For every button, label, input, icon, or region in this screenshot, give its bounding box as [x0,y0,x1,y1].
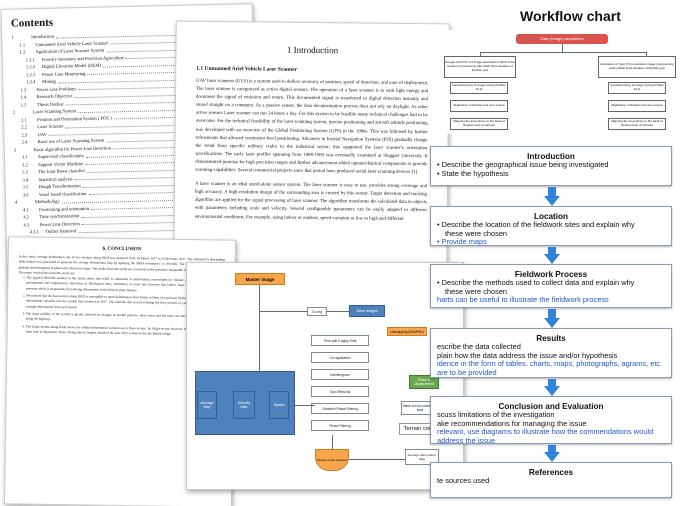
spatial-box: Spatial [269,391,289,419]
master-image-box: Master image [235,273,285,285]
mask-low-coherence-box: Mask out low coherence area [401,401,439,415]
workflow-step-location: LocationDescribe the location of the fie… [430,206,672,246]
mapping-left-box: Mapping the area (dims on the bank of Ro… [450,118,508,130]
workflow-step-references: References te sources used [430,462,672,498]
unwrapping-box: Unwrapping (SNAPHU) [387,327,427,336]
digitization-left-box: Digitization of Roshan Gol river course [450,100,508,112]
google-earth-download-box: Google earth Pro 4.2 image download of 2… [444,56,516,78]
georeferencing-right-box: Georeferencing of image (Using ArcMap 10… [608,82,666,94]
digitization-right-box: Digitization of Roshan Gol river course [608,100,666,112]
step-link[interactable]: harts can be useful to illustrate the fi… [437,295,609,304]
velocity-map-box: Velocity Map [233,391,255,419]
step-line: scuss limitations of the investigation [437,410,555,419]
step-title: Conclusion and Evaluation [498,402,604,411]
georeferencing-left-box: Georeferencing of image (Using ArcMap 10… [450,82,508,94]
arrow-down-icon [544,254,560,264]
toc-entry-title: Outlier Removal [45,228,77,234]
average-map-box: Average Map [197,391,217,419]
mapping-right-box: Mapping the area (dims on the bank of Ro… [608,118,666,130]
process-step-box: Co-registration [311,352,369,363]
arrow-stem [548,247,556,254]
arrow-down-icon [544,318,560,328]
intro-paragraph: UAV laser scanners (ULS) is a system use… [195,78,429,176]
phase-to-displacement-box: Phase to Displacement [409,375,439,389]
step-link[interactable]: idence in the form of tables, charts, ma… [437,359,663,377]
step-line: escribe the data collected [437,342,521,351]
step-title: Fieldwork Process [514,270,588,279]
workflow-chart-title: Workflow chart [520,8,621,24]
spot5-acquisition-box: Acquisition of Spot 5 5m resolution imag… [598,56,676,78]
process-step-box: Time split & apply Orbit [311,335,369,346]
average-deformation-map-box: Average deformation Map [405,449,439,465]
arrow-down-icon [544,452,560,462]
step-line: these were chosen [445,286,508,296]
workflow-step-fieldwork-process: Fieldwork ProcessDescribe the methods us… [430,264,672,308]
arrow-down-icon [544,386,560,396]
intro-paragraph: A laser scanner is an ideal stand-alone … [194,181,428,222]
step-line: State the hypothesis [431,169,671,179]
conclusion-heading: 6. CONCLUSION [102,246,142,253]
arrow-stem [548,379,556,386]
step-link[interactable]: Provide maps [431,237,671,245]
insar-flowchart-page: Master image Slave images Co-reg Unwrapp… [186,262,464,490]
step-title: References [528,468,574,477]
intro-heading: 1 Introduction [286,44,339,56]
coreg-box: Co-reg [307,307,327,316]
workflow-step-introduction: IntroductionDescribe the geographical is… [430,146,672,186]
toc-entry-number: 4.3.1 [29,229,39,235]
workflow-steps: IntroductionDescribe the geographical is… [430,132,674,504]
process-step-box: Phase Filtering [311,420,369,431]
arrow-stem [548,445,556,452]
step-line: Describe the location of the fieldwork s… [431,220,671,230]
step-line: Describe the methods used to collect dat… [431,278,671,288]
step-line: these were chosen [445,228,508,238]
process-step-box: Interferogram [311,369,369,380]
arrow-stem [548,309,556,318]
arrow-stem [548,187,556,196]
step-line: ake recommendations for managing the iss… [437,418,587,428]
sample-point-analysis-box: Sample point analysis [315,449,349,471]
roshan-gol-flowchart: Data (Image) acquisition Google earth Pr… [440,30,680,134]
step-title: Results [536,334,566,343]
arrow-down-icon [544,196,560,206]
intro-subheading: 1.1 Unmanned Ariel Vehicle Laser Scanner [196,65,298,73]
data-acquisition-box: Data (Image) acquisition [516,34,608,44]
step-title: Location [533,212,569,221]
slave-images-box: Slave images [349,305,385,317]
step-link[interactable]: relevant, use diagrams to illustrate how… [437,427,654,444]
process-step-box: Goldstein Phase Filtering [311,403,369,414]
step-line: Describe the geographical issue being in… [431,160,671,170]
process-step-box: Topo Removal [311,386,369,397]
step-title: Introduction [527,152,575,161]
step-line: te sources used [437,476,490,485]
step-line: plain how the data address the issue and… [437,350,618,360]
